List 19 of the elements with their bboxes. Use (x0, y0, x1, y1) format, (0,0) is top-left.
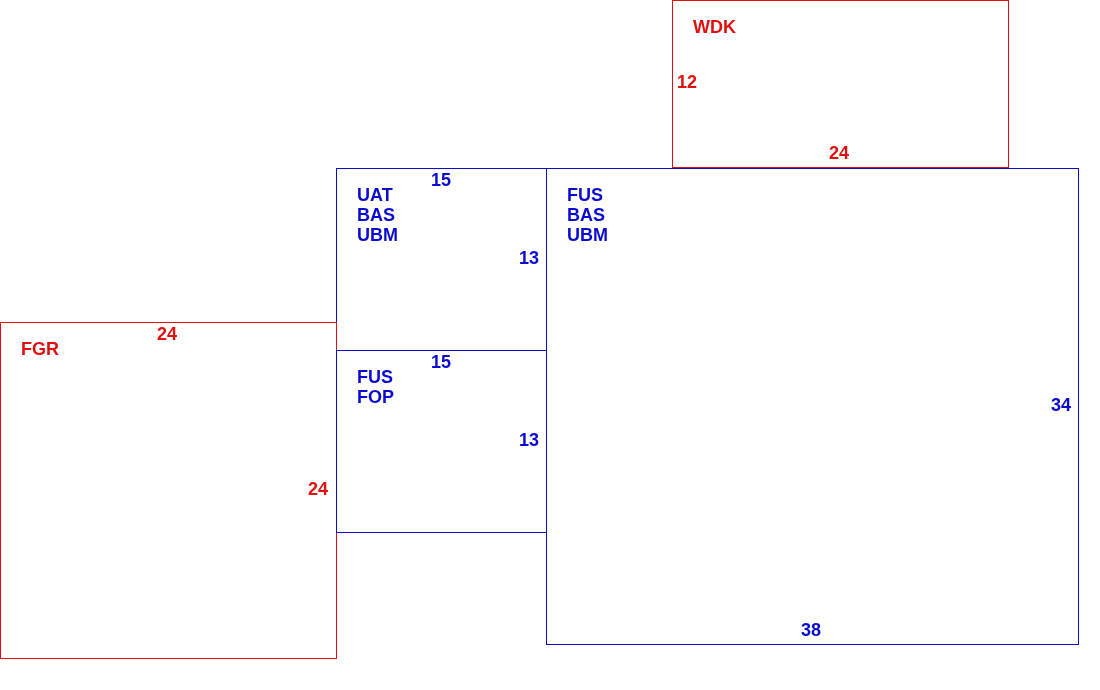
dimension-label: 38 (801, 620, 822, 640)
dimension-label: 13 (519, 248, 540, 268)
dimension-label: 13 (519, 430, 540, 450)
room-label: WDK (693, 17, 737, 37)
room-outline (546, 168, 1079, 645)
room-label: UAT BAS UBM (357, 185, 399, 245)
dimension-label: 24 (308, 479, 329, 499)
room-outline (0, 322, 337, 659)
dimension-label: 15 (431, 170, 452, 190)
dimension-label: 24 (829, 143, 850, 163)
dimension-label: 24 (157, 324, 178, 344)
room-outline (672, 0, 1009, 168)
dimension-label: 12 (677, 72, 698, 92)
room-outline (336, 350, 547, 533)
dimension-label: 15 (431, 352, 452, 372)
dimension-label: 34 (1051, 395, 1072, 415)
room-label: FUS BAS UBM (567, 185, 609, 245)
room-label: FGR (21, 339, 60, 359)
room-label: FUS FOP (357, 367, 395, 407)
